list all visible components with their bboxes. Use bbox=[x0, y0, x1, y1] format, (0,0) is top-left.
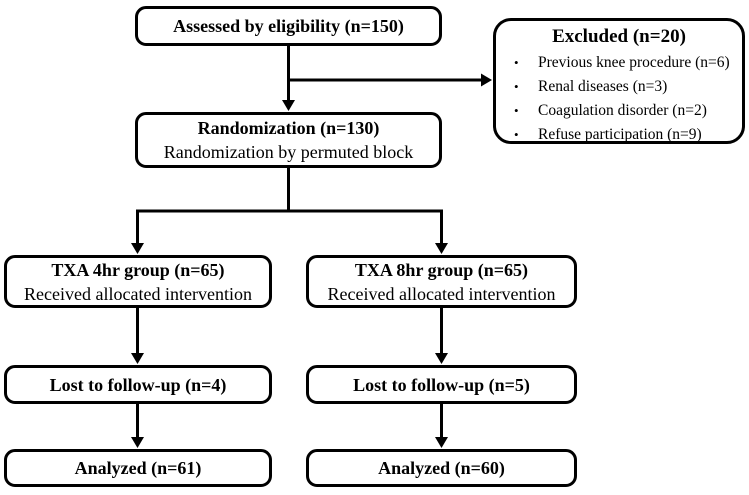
excluded-item-label: Coagulation disorder (n=2) bbox=[538, 102, 707, 119]
lost4-title: Lost to follow-up (n=4) bbox=[49, 374, 227, 395]
box-txa-8hr-group: TXA 8hr group (n=65) Received allocated … bbox=[306, 255, 577, 308]
txa4-title: TXA 4hr group (n=65) bbox=[51, 259, 225, 280]
arrow-lost4-to-analyzed4 bbox=[131, 404, 144, 448]
excluded-title: Excluded (n=20) bbox=[552, 26, 686, 47]
randomization-subtitle: Randomization by permuted block bbox=[163, 142, 414, 162]
arrow-txa4-to-lost4 bbox=[131, 308, 144, 364]
box-lost-followup-4hr: Lost to follow-up (n=4) bbox=[4, 365, 272, 404]
bullet-icon: • bbox=[514, 55, 519, 70]
arrow-lost8-to-analyzed8 bbox=[435, 404, 448, 448]
excluded-item-label: Renal diseases (n=3) bbox=[538, 78, 668, 95]
box-analyzed-4hr: Analyzed (n=61) bbox=[4, 449, 272, 487]
excluded-reason-list: • Previous knee procedure (n=6) • Renal … bbox=[496, 51, 742, 147]
txa8-subtitle: Received allocated intervention bbox=[327, 283, 556, 304]
lost8-title: Lost to follow-up (n=5) bbox=[353, 374, 530, 395]
excluded-item: • Previous knee procedure (n=6) bbox=[508, 51, 742, 75]
arrow-assessed-to-excluded bbox=[288, 73, 492, 87]
excluded-item-label: Refuse participation (n=9) bbox=[538, 126, 702, 143]
box-analyzed-8hr: Analyzed (n=60) bbox=[306, 449, 577, 487]
arrow-split-to-txa8 bbox=[435, 209, 448, 254]
box-excluded: Excluded (n=20) • Previous knee procedur… bbox=[493, 18, 745, 144]
excluded-item: • Refuse participation (n=9) bbox=[508, 123, 742, 147]
excluded-item: • Coagulation disorder (n=2) bbox=[508, 99, 742, 123]
txa8-title: TXA 8hr group (n=65) bbox=[354, 259, 529, 280]
randomization-title: Randomization (n=130) bbox=[197, 118, 380, 138]
excluded-item: • Renal diseases (n=3) bbox=[508, 75, 742, 99]
arrow-assessed-to-randomization bbox=[282, 46, 295, 111]
assessed-title: Assessed by eligibility (n=150) bbox=[173, 16, 404, 36]
box-assessed-eligibility: Assessed by eligibility (n=150) bbox=[135, 6, 442, 46]
arrow-split-to-txa4 bbox=[131, 209, 144, 254]
line-randomization-to-split bbox=[136, 168, 443, 213]
box-lost-followup-8hr: Lost to follow-up (n=5) bbox=[306, 365, 577, 404]
analyzed4-title: Analyzed (n=61) bbox=[74, 458, 202, 478]
analyzed8-title: Analyzed (n=60) bbox=[378, 458, 505, 478]
bullet-icon: • bbox=[514, 127, 519, 142]
txa4-subtitle: Received allocated intervention bbox=[24, 283, 252, 304]
box-randomization: Randomization (n=130) Randomization by p… bbox=[135, 112, 442, 168]
box-txa-4hr-group: TXA 4hr group (n=65) Received allocated … bbox=[4, 255, 272, 308]
arrow-txa8-to-lost8 bbox=[435, 308, 448, 364]
excluded-item-label: Previous knee procedure (n=6) bbox=[538, 54, 730, 71]
bullet-icon: • bbox=[514, 103, 519, 118]
bullet-icon: • bbox=[514, 79, 519, 94]
